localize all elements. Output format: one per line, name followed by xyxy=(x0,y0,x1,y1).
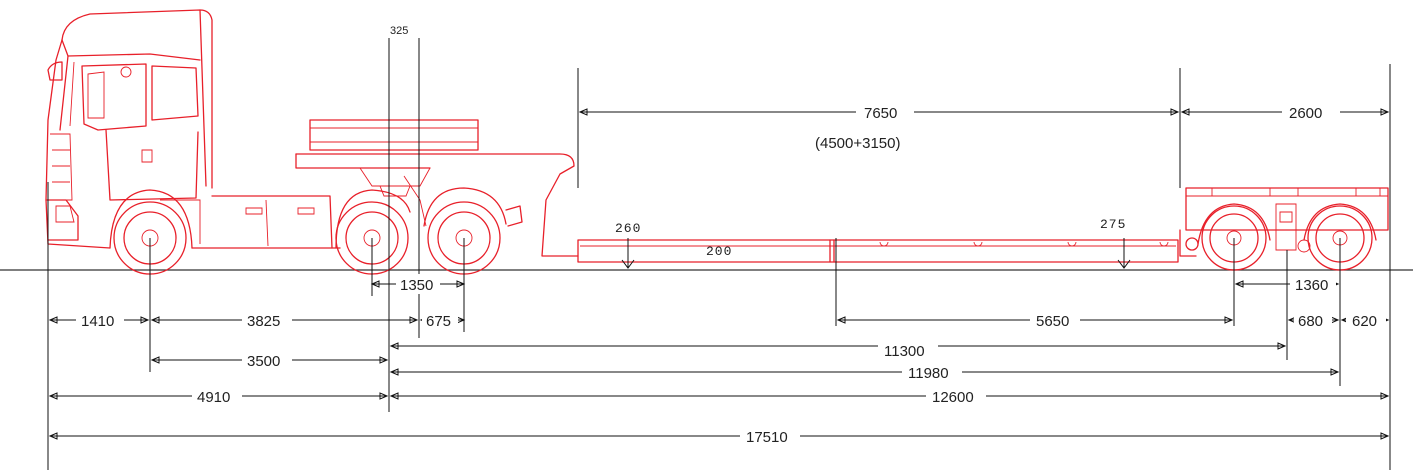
label-overall-length: 17510 xyxy=(746,429,788,446)
dim-kingpin-to-rear xyxy=(389,392,1390,400)
label-kingpin-to-axle2: 11980 xyxy=(908,365,949,382)
label-kingpin-to-rear: 12600 xyxy=(932,389,974,406)
dim-kingpin-to-axle1 xyxy=(389,342,1287,350)
label-kingpin-offset: 325 xyxy=(390,25,408,37)
trailer-gooseneck xyxy=(295,119,579,257)
wheels xyxy=(113,201,1373,275)
label-deck-split: (4500+3150) xyxy=(815,135,901,152)
deck-tie-down-holes xyxy=(879,241,1169,247)
label-trailer-axle-spacing: 1360 xyxy=(1295,277,1328,294)
extension-lines xyxy=(47,38,1391,470)
label-rear-overhang-top: 2600 xyxy=(1289,105,1322,122)
label-front-to-kingpin: 4910 xyxy=(197,389,230,406)
label-deck-height-rear: 275 xyxy=(1100,217,1126,232)
label-rear-axle-to-light: 680 xyxy=(1298,313,1323,330)
label-front-overhang: 1410 xyxy=(81,313,114,330)
deck-height-arrows xyxy=(621,238,1131,269)
label-front-to-drive: 3825 xyxy=(247,313,280,330)
trailer-lowbed-deck xyxy=(577,239,1179,263)
label-wheelbase: 3500 xyxy=(247,353,280,370)
dimension-lines xyxy=(48,108,1390,440)
label-kingpin-to-axle1: 11300 xyxy=(884,343,925,360)
label-trailer-wheelbase-part: 5650 xyxy=(1036,313,1069,330)
label-rear-overhang: 620 xyxy=(1352,313,1377,330)
tractor-chassis xyxy=(191,175,523,249)
label-deck-length: 7650 xyxy=(864,105,897,122)
tractor-cab xyxy=(45,9,213,249)
label-deck-height-front: 260 xyxy=(615,221,641,236)
dim-overall-length xyxy=(48,432,1390,440)
dimension-labels: 325 7650 (4500+3150) 2600 260 275 200 13… xyxy=(76,25,1386,446)
label-tandem-spacing: 1350 xyxy=(400,277,433,294)
label-drive-to-kingpin-part: 675 xyxy=(426,313,451,330)
label-deck-thickness: 200 xyxy=(706,244,732,259)
trailer-rear-bogie xyxy=(1179,187,1389,257)
dim-kingpin-to-axle2 xyxy=(389,368,1340,376)
